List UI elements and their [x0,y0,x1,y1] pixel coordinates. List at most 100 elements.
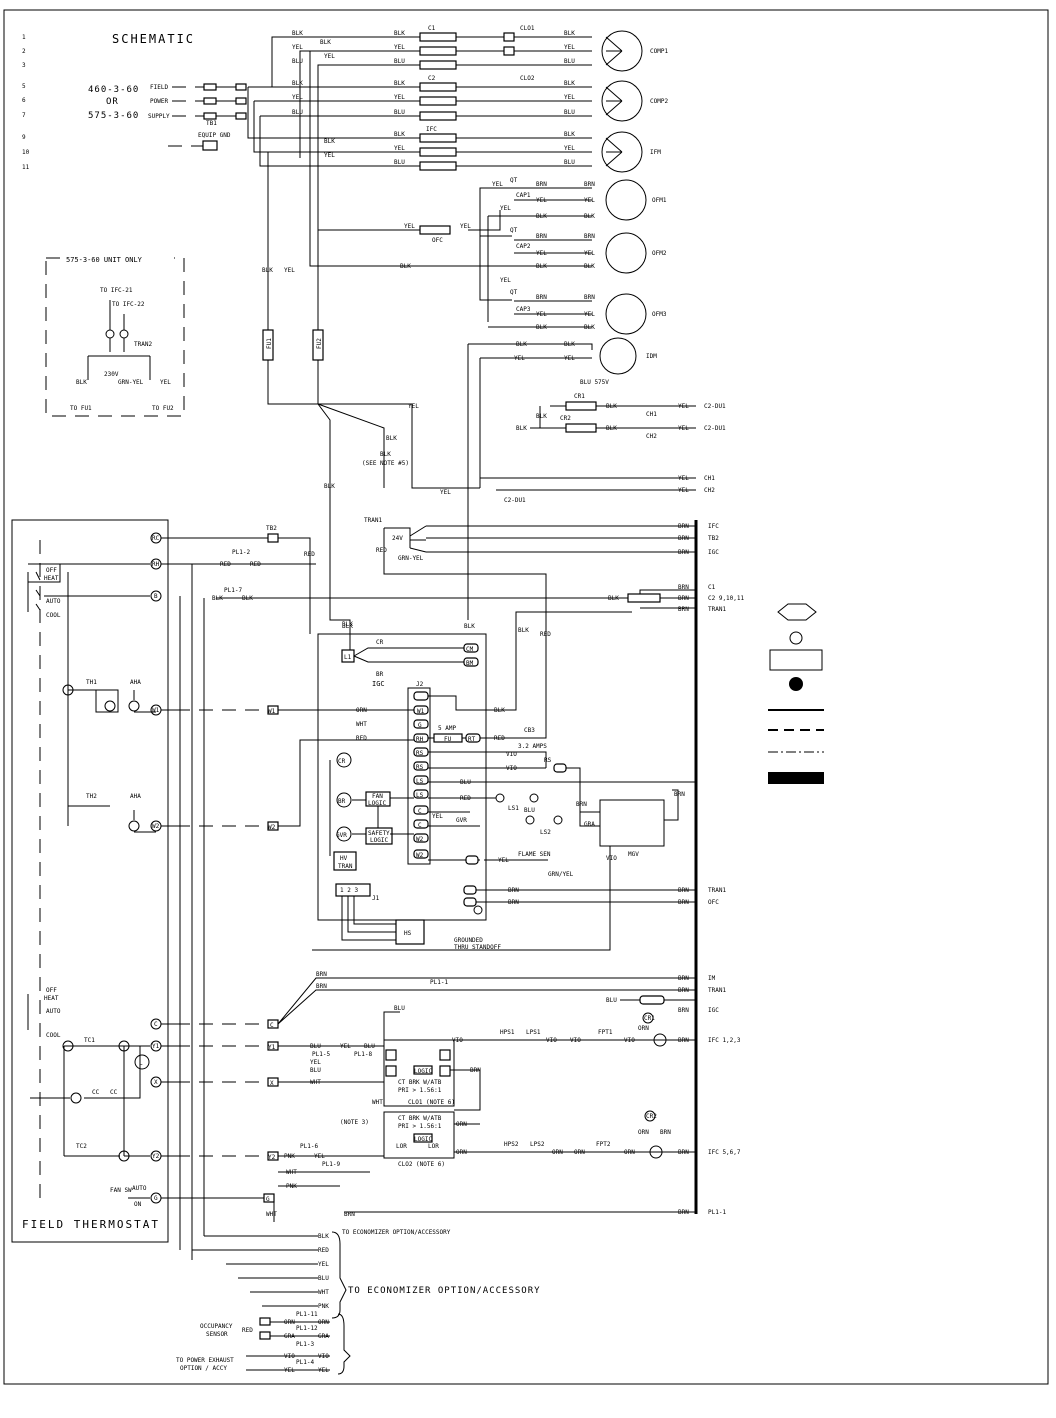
plug-label: PL1-3 [296,1341,314,1348]
cr-label: CR1 [574,393,585,400]
wire-label: VIO [452,1037,463,1044]
clo-note: CLO1 (NOTE 6) [408,1099,455,1106]
wire-label: BRN [678,975,689,982]
igc-cr: CR [376,639,384,646]
wire-label: BLU [564,58,575,65]
wire-label: RED [540,631,551,638]
terminal-label: W2 [268,824,276,831]
line-number: 7 [22,112,26,119]
wire-label: BRN [508,899,519,906]
right-label: CH2 [704,487,715,494]
hv-tran: HV [340,855,348,862]
wire-label: BRN [584,233,595,240]
wire-label: VIO [506,765,517,772]
grounded-label: THRU STANDOFF [454,944,501,951]
terminal-label: Y2 [268,1154,276,1161]
wire-label: YEL [492,181,503,188]
right-label: IGC [708,549,719,556]
see-note-5: (SEE NOTE #5) [362,460,409,467]
wire-label: YEL [310,1059,321,1066]
field-label: FIELD [150,84,168,91]
power-exhaust-label: OPTION / ACCY [180,1365,227,1372]
j2-pin-label: W2 [416,836,424,843]
wire-label: BLK [584,324,595,331]
wire-label: YEL [678,425,689,432]
switch-label: OFF [46,987,57,994]
right-label: TRAN1 [708,887,726,894]
switch-label: COOL [46,1032,61,1039]
plug-label: PL1-4 [296,1359,314,1366]
right-label: TRAN1 [708,606,726,613]
legend-open-circle [789,631,803,645]
wire-label: YEL [678,487,689,494]
wire-label: BLK [584,263,595,270]
system-switch-top: OFF HEAT AUTO COOL TH1 AHA TH2 AHA [44,567,141,800]
control-feed: FU1 FU2 BLK YEL YEL BLK BLK (SEE NOTE #5… [262,152,480,650]
wire-label: BRN [678,899,689,906]
wire-label: YEL [536,197,547,204]
line-number: 3 [22,62,26,69]
j2-pin-label: W2 [416,852,424,859]
right-label: IM [708,975,716,982]
clo-label: CLO1 [520,25,535,32]
motor-label: IFM [650,149,661,156]
wire-label: RED [250,561,261,568]
terminal-label: W2 [152,823,160,830]
wire-label: RED [220,561,231,568]
wire-label: YEL [284,267,295,274]
wire-label: BLK [292,30,303,37]
j2-pin-label: C [418,822,422,829]
wire-label: BRN [678,606,689,613]
wire-label: BRN [678,1209,689,1216]
flame-sen: FLAME SEN [518,851,551,858]
wire-label: BLU [606,997,617,1004]
wire-label: BRN [678,523,689,530]
v24-label: 24V [392,535,403,542]
right-label: IFC [708,523,719,530]
wire-label: BLK [536,213,547,220]
wire-label: BRN [508,887,519,894]
wire-label: BLK [516,341,527,348]
safety-logic: LOGIC [370,837,388,844]
cr-label: CR2 [560,415,571,422]
wire-label: YEL [292,44,303,51]
wire-label: BRN [678,584,689,591]
cc-label: CC [110,1089,118,1096]
terminal-label: X [270,1080,274,1087]
cr-label: CR2 [646,1113,657,1120]
wire-label: BLK [400,263,411,270]
wire-label: BLK [606,425,617,432]
wire-label: ORN [552,1149,563,1156]
wire-label: YEL [318,1261,329,1268]
lps-label: LPS1 [526,1029,541,1036]
wire-label: YEL [408,403,419,410]
wire-label: VIO [284,1353,295,1360]
j2-pin-label: W1 [417,708,425,715]
plug-label: PL1-1 [430,979,448,986]
wire-label: BLK [320,39,331,46]
wire-label: BRN [584,294,595,301]
wire-label: BLK [536,263,547,270]
right-label: TRAN1 [708,987,726,994]
wire-label: VIO [570,1037,581,1044]
wire-label: GRN/YEL [548,871,574,878]
wire-label: BLK [318,1233,329,1240]
wire-label: GRA [284,1333,295,1340]
j2-pin-label: LS [416,778,424,785]
wire-label: RED [318,1247,329,1254]
wire-label: YEL [584,197,595,204]
plug-label: PL1-6 [300,1143,318,1150]
wire-label: BLK [242,595,253,602]
compressor-safeties: BLU PL1-5 YEL PL1-8 BLU YEL BLU WHT BLU … [278,1005,741,1218]
fan-sw-label: FAN SW [110,1187,132,1194]
wire-label: BLK [606,403,617,410]
plug-label: PL1-8 [354,1051,372,1058]
wire-label: ORN [318,1319,329,1326]
switch-label: AUTO [132,1185,147,1192]
igc-cr-coil: CR [338,758,346,765]
wire-label: BLU [524,807,535,814]
fpt-label: FPT1 [598,1029,613,1036]
gvr-label-wire: GVR [456,817,467,824]
wire-label: BLK [536,413,547,420]
